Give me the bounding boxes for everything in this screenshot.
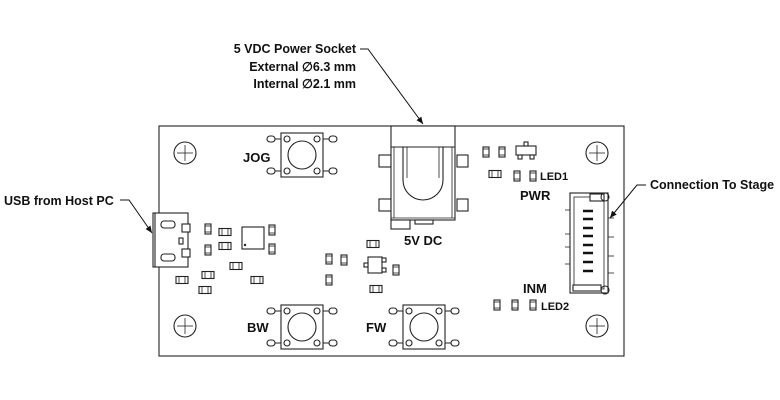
transistor [363, 256, 387, 274]
led2-label: LED2 [541, 301, 569, 313]
usb-connector [152, 212, 191, 268]
bw-button [266, 304, 338, 350]
connection-annotation: Connection To Stage [650, 178, 774, 192]
led1-label: LED1 [540, 171, 568, 183]
fw-button [388, 304, 460, 350]
bw-label: BW [247, 320, 269, 335]
mounting-hole-icon [585, 314, 609, 338]
jog-button [266, 132, 338, 178]
transistor [515, 141, 537, 160]
inm-label: INM [523, 281, 547, 296]
power-socket-external: External ∅6.3 mm [249, 60, 356, 74]
jog-label: JOG [243, 150, 270, 165]
fw-label: FW [366, 320, 387, 335]
mounting-hole-icon [173, 141, 197, 165]
power-socket-annotation: 5 VDC Power Socket [234, 42, 357, 56]
power-socket [378, 125, 469, 230]
connection-leader-line [609, 184, 646, 219]
power-socket-internal: Internal ∅2.1 mm [253, 77, 356, 91]
power-leader-line [360, 48, 424, 125]
usb-annotation: USB from Host PC [4, 194, 114, 208]
stage-connector [565, 192, 614, 295]
ic-chip [241, 226, 265, 250]
pwr-label: PWR [520, 188, 551, 203]
smd-components [175, 146, 537, 311]
usb-leader-line [120, 199, 153, 234]
power-label: 5V DC [404, 233, 443, 248]
mounting-hole-icon [585, 141, 609, 165]
mounting-hole-icon [173, 314, 197, 338]
